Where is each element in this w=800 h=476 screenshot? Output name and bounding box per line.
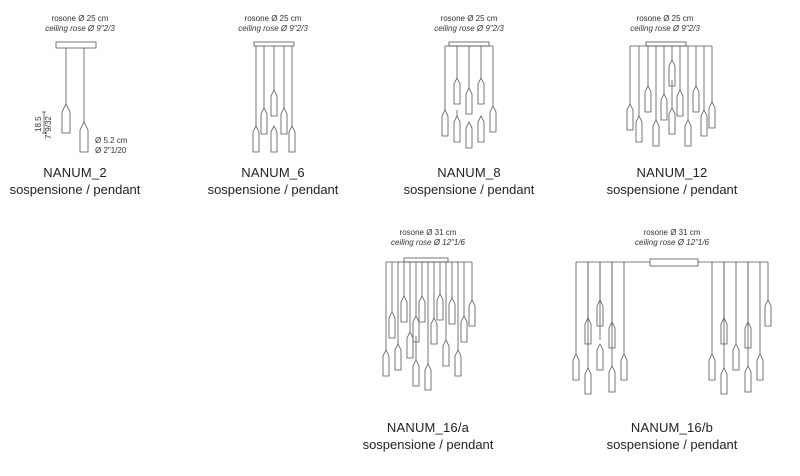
product-name: NANUM_8 bbox=[437, 165, 501, 180]
rose-label-en: ceiling rose Ø 12"1/6 bbox=[391, 238, 465, 247]
product-name: NANUM_16/b bbox=[630, 420, 714, 435]
rose-label-it: rosone Ø 25 cm bbox=[51, 14, 109, 23]
diameter-dimension-in: Ø 2"1/20 bbox=[95, 146, 127, 155]
rose-label-en: ceiling rose Ø 9"2/3 bbox=[434, 24, 504, 33]
rose-label-en: ceiling rose Ø 9"2/3 bbox=[45, 24, 115, 33]
product-subtitle: sospensione / pendant bbox=[606, 437, 738, 452]
rose-label-en: ceiling rose Ø 12"1/6 bbox=[635, 238, 709, 247]
product-name: NANUM_16/a bbox=[386, 420, 470, 435]
product-subtitle: sospensione / pendant bbox=[9, 182, 141, 197]
rose-label-en: ceiling rose Ø 9"2/3 bbox=[630, 24, 700, 33]
ceiling-rose-label: rosone Ø 25 cm ceiling rose Ø 9"2/3 bbox=[605, 14, 725, 34]
ceiling-rose-label: rosone Ø 25 cm ceiling rose Ø 9"2/3 bbox=[20, 14, 140, 34]
product-name: NANUM_2 bbox=[43, 165, 107, 180]
ceiling-rose-label: rosone Ø 25 cm ceiling rose Ø 9"2/3 bbox=[409, 14, 529, 34]
product-subtitle: sospensione / pendant bbox=[606, 182, 738, 197]
rose-label-it: rosone Ø 31 cm bbox=[399, 228, 457, 237]
product-name: NANUM_6 bbox=[241, 165, 305, 180]
height-dimension-in: 7"9/32 bbox=[44, 116, 53, 139]
diameter-dimension-cm: Ø 5.2 cm bbox=[95, 136, 128, 145]
ceiling-rose-label: rosone Ø 31 cm ceiling rose Ø 12"1/6 bbox=[368, 228, 488, 248]
rose-label-it: rosone Ø 25 cm bbox=[440, 14, 498, 23]
rose-label-it: rosone Ø 25 cm bbox=[636, 14, 694, 23]
height-dimension-cm: 18.5 bbox=[34, 116, 43, 132]
product-subtitle: sospensione / pendant bbox=[362, 437, 494, 452]
product-subtitle: sospensione / pendant bbox=[207, 182, 339, 197]
ceiling-rose-label: rosone Ø 31 cm ceiling rose Ø 12"1/6 bbox=[612, 228, 732, 248]
product-subtitle: sospensione / pendant bbox=[403, 182, 535, 197]
product-name: NANUM_12 bbox=[636, 165, 708, 180]
rose-label-it: rosone Ø 31 cm bbox=[643, 228, 701, 237]
ceiling-rose-label: rosone Ø 25 cm ceiling rose Ø 9"2/3 bbox=[213, 14, 333, 34]
rose-label-it: rosone Ø 25 cm bbox=[244, 14, 302, 23]
rose-label-en: ceiling rose Ø 9"2/3 bbox=[238, 24, 308, 33]
